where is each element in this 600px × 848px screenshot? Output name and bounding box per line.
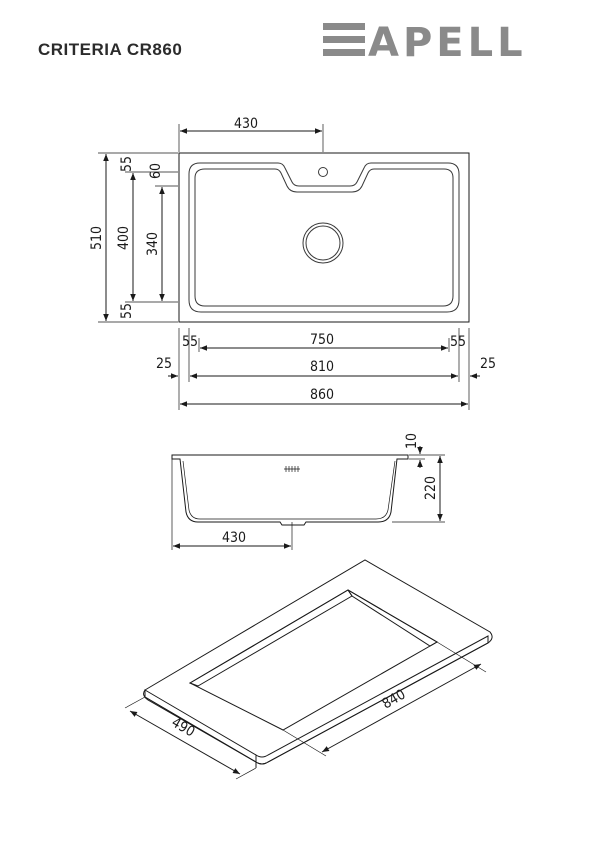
dim-750: 750 [310,332,334,348]
dim-60: 60 [148,163,164,179]
side-view: 430 220 10 [171,433,445,550]
dim-25-left: 25 [156,356,172,372]
dim-25-right: 25 [480,356,496,372]
top-view: 430 510 400 55 55 340 60 750 55 55 [89,116,496,410]
countertop-edge-right [255,635,489,765]
dim-430-side: 430 [222,530,246,546]
bowl-inner-outline [194,168,454,307]
dim-400: 400 [116,226,132,250]
dim-860: 860 [310,387,334,403]
side-profile [171,454,409,526]
brand-name: APELL [368,20,527,66]
drain-outer [302,222,344,264]
cutout-edge-right [347,589,438,647]
dim-340: 340 [145,232,161,256]
dim-55-bottom: 55 [119,303,135,319]
dim-840: 840 [380,687,409,713]
tap-hole [318,167,328,177]
dim-810: 810 [310,359,334,375]
cutout-edge-back [188,589,353,687]
bowl-outline [188,162,460,313]
dim-510: 510 [89,226,105,250]
dim-10: 10 [404,433,420,449]
dim-55-top: 55 [119,156,135,172]
dim-430-top: 430 [234,116,258,132]
dim-55-right: 55 [450,334,466,350]
dim-220: 220 [423,476,439,500]
brand-logo: APELL [323,20,527,66]
model-title: CRITERIA CR860 [38,40,183,59]
dim-55-left: 55 [182,334,198,350]
drain-inner [305,225,341,261]
sink-outer-rim [178,152,470,323]
cutout-view: 490 840 [124,559,493,780]
